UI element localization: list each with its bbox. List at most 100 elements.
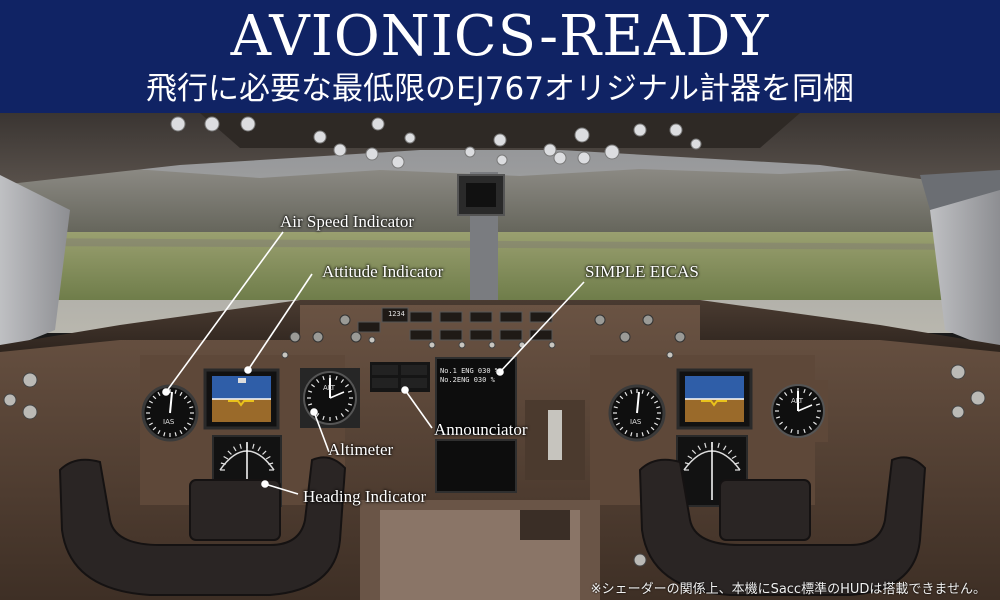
heading-tick bbox=[223, 455, 229, 460]
heading-tick bbox=[717, 442, 720, 448]
dial-tick bbox=[779, 421, 783, 426]
dial-tick bbox=[779, 396, 783, 401]
announciator-panel bbox=[370, 362, 430, 392]
heading-tick bbox=[687, 455, 693, 460]
heading-tick bbox=[268, 462, 274, 465]
dial-tick bbox=[345, 408, 349, 413]
dial-tick bbox=[646, 430, 650, 435]
dial-tick bbox=[307, 403, 313, 406]
dial-tick bbox=[315, 379, 320, 383]
dial-tick bbox=[619, 395, 624, 400]
heading-tick bbox=[265, 455, 271, 460]
right-altimeter bbox=[770, 380, 828, 442]
left-altimeter bbox=[300, 368, 360, 428]
left-ias-label: IAS bbox=[163, 418, 175, 426]
callout-heading-indicator: Heading Indicator bbox=[303, 487, 427, 506]
right-ias-label: IAS bbox=[630, 418, 642, 426]
eicas-line-2: No.2ENG 030 % bbox=[440, 376, 495, 384]
heading-tick bbox=[220, 462, 226, 465]
dial-tick bbox=[179, 430, 183, 435]
dial-tick bbox=[345, 383, 349, 388]
left-alt-label: ALT bbox=[323, 384, 336, 392]
right-yoke bbox=[638, 456, 927, 596]
dial-tick bbox=[163, 432, 166, 437]
dial-tick bbox=[335, 375, 338, 381]
dial-tick bbox=[187, 422, 192, 426]
right-alt-label: ALT bbox=[791, 397, 804, 405]
heading-tick bbox=[691, 449, 697, 455]
dial-tick bbox=[335, 415, 338, 421]
banner-title: AVIONICS-READY bbox=[230, 4, 770, 69]
callout-attitude-indicator: Attitude Indicator bbox=[322, 262, 444, 281]
dial-tick bbox=[183, 395, 188, 400]
heading-tick bbox=[697, 445, 702, 451]
left-attitude-indicator bbox=[203, 368, 280, 430]
dial-tick bbox=[650, 426, 655, 431]
dial-tick bbox=[630, 389, 633, 394]
dial-tick bbox=[152, 395, 157, 400]
dial-tick bbox=[775, 403, 781, 406]
heading-tick bbox=[734, 462, 740, 465]
dial-tick bbox=[148, 422, 153, 426]
dial-tick bbox=[613, 417, 618, 420]
callout-altimeter: Altimeter bbox=[328, 440, 394, 459]
callout-simple-eicas: SIMPLE EICAS bbox=[585, 262, 699, 281]
dial-tick bbox=[641, 432, 644, 437]
dial-tick bbox=[157, 430, 161, 435]
dial-tick bbox=[654, 422, 659, 426]
dial-tick bbox=[783, 392, 788, 396]
dial-tick bbox=[189, 406, 194, 409]
dial-tick bbox=[808, 426, 813, 430]
dial-tick bbox=[775, 416, 781, 419]
left-yoke bbox=[58, 456, 347, 596]
dial-tick bbox=[654, 400, 659, 404]
heading-tick bbox=[262, 450, 267, 455]
dial-tick bbox=[148, 400, 153, 404]
dial-tick bbox=[179, 391, 183, 396]
heading-tick bbox=[704, 442, 707, 448]
dial-tick bbox=[146, 417, 151, 420]
dial-tick bbox=[183, 426, 188, 431]
dial-tick bbox=[813, 421, 817, 426]
heading-tick bbox=[232, 446, 237, 452]
dial-tick bbox=[615, 400, 620, 404]
dial-tick bbox=[347, 390, 353, 393]
dial-tick bbox=[340, 413, 345, 417]
transponder-readout: 1234 bbox=[388, 310, 405, 318]
dial-tick bbox=[656, 417, 661, 420]
heading-tick bbox=[252, 443, 255, 449]
heading-tick bbox=[239, 443, 242, 449]
dial-tick bbox=[347, 403, 353, 406]
dial-tick bbox=[815, 416, 821, 419]
dial-tick bbox=[615, 422, 620, 426]
banner-subtitle: 飛行に必要な最低限のEJ767オリジナル計器を同梱 bbox=[146, 71, 854, 107]
title-banner: AVIONICS-READY 飛行に必要な最低限のEJ767オリジナル計器を同梱 bbox=[0, 0, 1000, 113]
right-attitude-indicator bbox=[676, 368, 753, 430]
dial-tick bbox=[307, 390, 313, 393]
callout-announciator: Announciator bbox=[434, 420, 528, 439]
dial-tick bbox=[157, 391, 161, 396]
dial-tick bbox=[783, 426, 788, 430]
dial-tick bbox=[808, 392, 813, 396]
dial-tick bbox=[340, 379, 345, 383]
dial-tick bbox=[656, 406, 661, 409]
dial-tick bbox=[187, 400, 192, 404]
dial-tick bbox=[613, 406, 618, 409]
dial-tick bbox=[619, 426, 624, 431]
heading-tick bbox=[257, 446, 262, 452]
dial-tick bbox=[152, 426, 157, 431]
dial-tick bbox=[790, 388, 793, 394]
dial-tick bbox=[174, 432, 177, 437]
dial-tick bbox=[803, 388, 806, 394]
callout-air-speed-indicator: Air Speed Indicator bbox=[280, 212, 415, 231]
dial-tick bbox=[815, 403, 821, 406]
callout-leaders bbox=[162, 231, 585, 495]
left-airspeed-indicator bbox=[141, 384, 199, 442]
dial-tick bbox=[813, 396, 817, 401]
heading-tick bbox=[227, 450, 232, 455]
dial-tick bbox=[146, 406, 151, 409]
eicas-line-1: No.1 ENG 030 % bbox=[440, 367, 500, 375]
dial-tick bbox=[322, 375, 325, 381]
heading-tick bbox=[731, 455, 737, 460]
